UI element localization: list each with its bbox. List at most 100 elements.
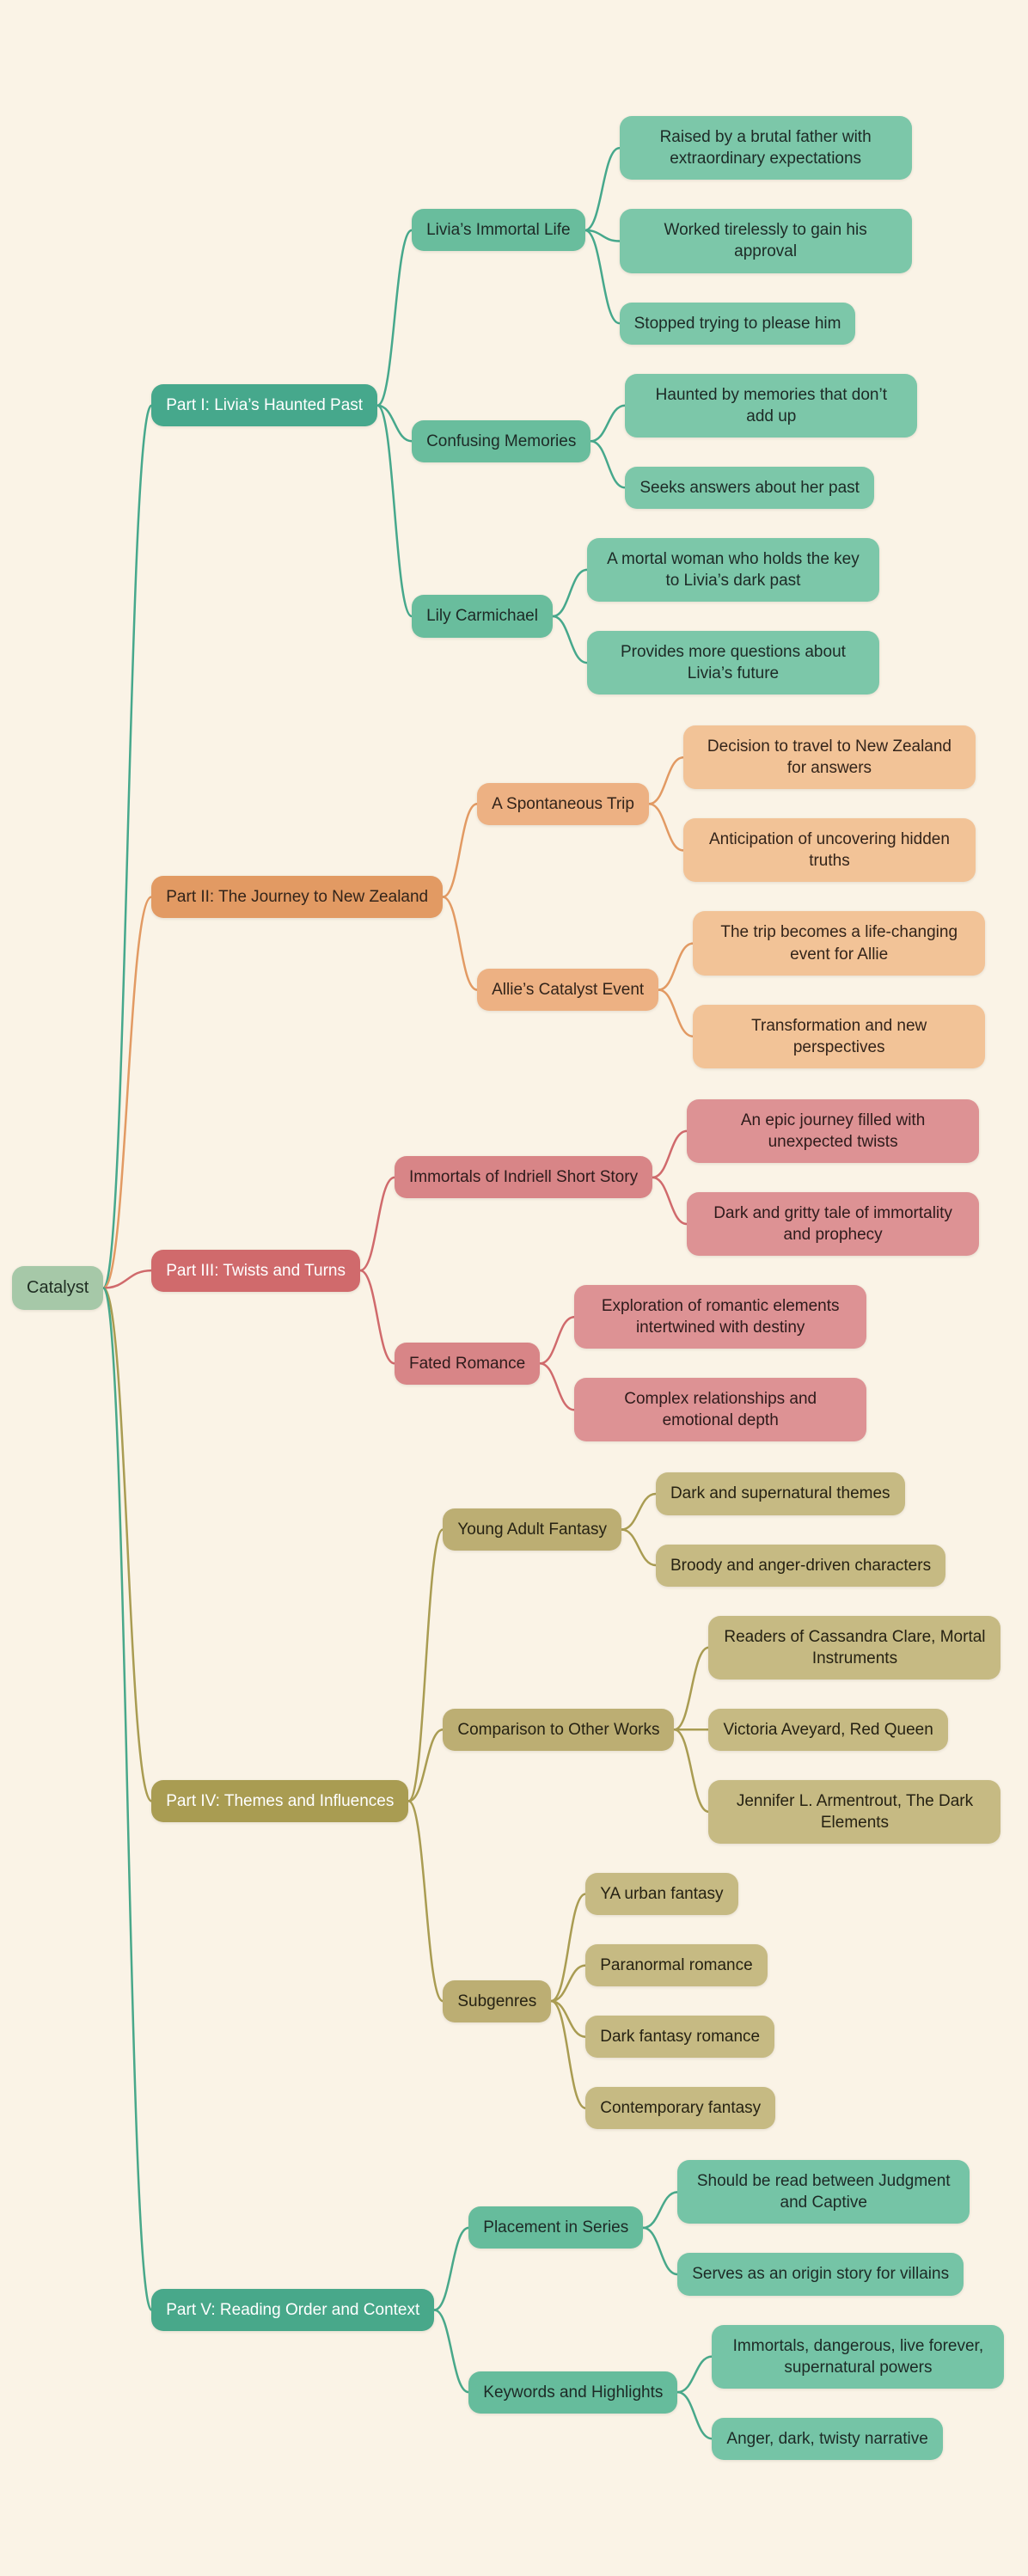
branch-row: Comparison to Other Works Readers of Cass… <box>443 1616 1000 1844</box>
branch-row: Complex relationships and emotional dept… <box>574 1378 866 1441</box>
branch-row: Immortals, dangerous, live forever, supe… <box>712 2325 1004 2389</box>
branch-row: Exploration of romantic elements intertw… <box>574 1285 866 1349</box>
node-fated-romance[interactable]: Fated Romance <box>395 1343 540 1385</box>
children-group: A mortal woman who holds the key to Livi… <box>587 538 879 694</box>
node-the-trip-becomes-a-life-changing-event-for-allie[interactable]: The trip becomes a life-changing event f… <box>693 911 985 975</box>
node-comparison-to-other-works[interactable]: Comparison to Other Works <box>443 1709 674 1751</box>
branch-row: Immortals of Indriell Short Story An epic… <box>395 1099 979 1256</box>
branch-row: Part IV: Themes and Influences Young Adul… <box>151 1472 1004 2129</box>
branch-row: Seeks answers about her past <box>625 467 917 509</box>
branch-row: Decision to travel to New Zealand for an… <box>683 725 976 789</box>
branch-row: Paranormal romance <box>585 1944 775 1986</box>
node-anticipation-of-uncovering-hidden-truths[interactable]: Anticipation of uncovering hidden truths <box>683 818 976 882</box>
branch-row: Part II: The Journey to New Zealand A Spo… <box>151 725 1004 1068</box>
children-group: Immortals of Indriell Short Story An epic… <box>395 1099 979 1442</box>
branch-row: Provides more questions about Livia’s fu… <box>587 631 879 694</box>
branches-group: Part I: Livia’s Haunted Past Livia’s Immo… <box>151 116 1004 2460</box>
node-a-spontaneous-trip[interactable]: A Spontaneous Trip <box>477 783 649 825</box>
children-group: Young Adult Fantasy Dark and supernatural… <box>443 1472 1000 2129</box>
node-stopped-trying-to-please-him[interactable]: Stopped trying to please him <box>620 303 856 345</box>
branch-row: A mortal woman who holds the key to Livi… <box>587 538 879 602</box>
children-group: Readers of Cassandra Clare, Mortal Instr… <box>708 1616 1000 1844</box>
node-part-iv-themes-and-influences[interactable]: Part IV: Themes and Influences <box>151 1780 408 1822</box>
branch-row: Anticipation of uncovering hidden truths <box>683 818 976 882</box>
node-livia-s-immortal-life[interactable]: Livia’s Immortal Life <box>412 209 585 251</box>
branch-row: Transformation and new perspectives <box>693 1005 985 1068</box>
branch-row: Raised by a brutal father with extraordi… <box>620 116 912 180</box>
node-paranormal-romance[interactable]: Paranormal romance <box>585 1944 767 1986</box>
node-provides-more-questions-about-livia-s-future[interactable]: Provides more questions about Livia’s fu… <box>587 631 879 694</box>
node-dark-and-supernatural-themes[interactable]: Dark and supernatural themes <box>656 1472 905 1514</box>
mindmap-tree: Catalyst Part I: Livia’s Haunted Past Livi… <box>12 116 1004 2460</box>
node-serves-as-an-origin-story-for-villains[interactable]: Serves as an origin story for villains <box>677 2253 964 2295</box>
branch-row: Victoria Aveyard, Red Queen <box>708 1709 1000 1751</box>
branch-row: Contemporary fantasy <box>585 2087 775 2129</box>
branch-row: Young Adult Fantasy Dark and supernatural… <box>443 1472 1000 1586</box>
node-keywords-and-highlights[interactable]: Keywords and Highlights <box>468 2371 677 2414</box>
branch-row: Dark and supernatural themes <box>656 1472 945 1514</box>
node-part-i-livia-s-haunted-past[interactable]: Part I: Livia’s Haunted Past <box>151 384 377 426</box>
node-anger-dark-twisty-narrative[interactable]: Anger, dark, twisty narrative <box>712 2418 942 2460</box>
branch-row: Serves as an origin story for villains <box>677 2253 970 2295</box>
node-part-iii-twists-and-turns[interactable]: Part III: Twists and Turns <box>151 1250 360 1292</box>
children-group: Haunted by memories that don’t add up See… <box>625 374 917 509</box>
node-exploration-of-romantic-elements-intertwined-wit[interactable]: Exploration of romantic elements intertw… <box>574 1285 866 1349</box>
node-catalyst[interactable]: Catalyst <box>12 1266 103 1309</box>
children-group: The trip becomes a life-changing event f… <box>693 911 985 1068</box>
branch-row: Jennifer L. Armentrout, The Dark Element… <box>708 1780 1000 1844</box>
children-group: A Spontaneous Trip Decision to travel to … <box>477 725 985 1068</box>
children-group: Exploration of romantic elements intertw… <box>574 1285 866 1441</box>
branch-row: Stopped trying to please him <box>620 303 912 345</box>
node-ya-urban-fantasy[interactable]: YA urban fantasy <box>585 1873 737 1915</box>
node-young-adult-fantasy[interactable]: Young Adult Fantasy <box>443 1508 621 1551</box>
branch-row: Confusing Memories Haunted by memories th… <box>412 374 917 509</box>
branch-row: Broody and anger-driven characters <box>656 1545 945 1587</box>
node-allie-s-catalyst-event[interactable]: Allie’s Catalyst Event <box>477 969 658 1011</box>
children-group: Dark and supernatural themesBroody and a… <box>656 1472 945 1586</box>
branch-row: Keywords and Highlights Immortals, danger… <box>468 2325 1004 2460</box>
node-dark-fantasy-romance[interactable]: Dark fantasy romance <box>585 2016 774 2058</box>
node-transformation-and-new-perspectives[interactable]: Transformation and new perspectives <box>693 1005 985 1068</box>
node-jennifer-l-armentrout-the-dark-elements[interactable]: Jennifer L. Armentrout, The Dark Element… <box>708 1780 1000 1844</box>
node-contemporary-fantasy[interactable]: Contemporary fantasy <box>585 2087 775 2129</box>
branch-row: A Spontaneous Trip Decision to travel to … <box>477 725 985 882</box>
branch-row: The trip becomes a life-changing event f… <box>693 911 985 975</box>
node-seeks-answers-about-her-past[interactable]: Seeks answers about her past <box>625 467 874 509</box>
node-raised-by-a-brutal-father-with-extraordinary-exp[interactable]: Raised by a brutal father with extraordi… <box>620 116 912 180</box>
children-group: Decision to travel to New Zealand for an… <box>683 725 976 882</box>
node-lily-carmichael[interactable]: Lily Carmichael <box>412 595 553 637</box>
node-placement-in-series[interactable]: Placement in Series <box>468 2206 643 2249</box>
node-part-v-reading-order-and-context[interactable]: Part V: Reading Order and Context <box>151 2289 434 2331</box>
node-worked-tirelessly-to-gain-his-approval[interactable]: Worked tirelessly to gain his approval <box>620 209 912 272</box>
node-subgenres[interactable]: Subgenres <box>443 1980 551 2022</box>
branch-row: Worked tirelessly to gain his approval <box>620 209 912 272</box>
node-a-mortal-woman-who-holds-the-key-to-livia-s-dark[interactable]: A mortal woman who holds the key to Livi… <box>587 538 879 602</box>
branch-row: Fated Romance Exploration of romantic ele… <box>395 1285 979 1441</box>
branch-row: Haunted by memories that don’t add up <box>625 374 917 437</box>
branch-row: Readers of Cassandra Clare, Mortal Instr… <box>708 1616 1000 1680</box>
node-confusing-memories[interactable]: Confusing Memories <box>412 420 590 462</box>
children-group: Placement in Series Should be read betwee… <box>468 2160 1004 2459</box>
node-victoria-aveyard-red-queen[interactable]: Victoria Aveyard, Red Queen <box>708 1709 947 1751</box>
node-dark-and-gritty-tale-of-immortality-and-prophecy[interactable]: Dark and gritty tale of immortality and … <box>687 1192 979 1256</box>
branch-row: Part V: Reading Order and Context Placeme… <box>151 2160 1004 2459</box>
node-haunted-by-memories-that-don-t-add-up[interactable]: Haunted by memories that don’t add up <box>625 374 917 437</box>
node-broody-and-anger-driven-characters[interactable]: Broody and anger-driven characters <box>656 1545 945 1587</box>
children-group: An epic journey filled with unexpected t… <box>687 1099 979 1256</box>
node-immortals-of-indriell-short-story[interactable]: Immortals of Indriell Short Story <box>395 1156 652 1198</box>
node-part-ii-the-journey-to-new-zealand[interactable]: Part II: The Journey to New Zealand <box>151 876 443 918</box>
branch-row: YA urban fantasy <box>585 1873 775 1915</box>
branch-row: An epic journey filled with unexpected t… <box>687 1099 979 1163</box>
node-readers-of-cassandra-clare-mortal-instruments[interactable]: Readers of Cassandra Clare, Mortal Instr… <box>708 1616 1000 1680</box>
branch-row: Subgenres YA urban fantasyParanormal roma… <box>443 1873 1000 2129</box>
branch-row: Part III: Twists and Turns Immortals of I… <box>151 1099 1004 1442</box>
node-should-be-read-between-judgment-and-captive[interactable]: Should be read between Judgment and Capt… <box>677 2160 970 2224</box>
branch-row: Part I: Livia’s Haunted Past Livia’s Immo… <box>151 116 1004 694</box>
node-complex-relationships-and-emotional-depth[interactable]: Complex relationships and emotional dept… <box>574 1378 866 1441</box>
children-group: Raised by a brutal father with extraordi… <box>620 116 912 344</box>
branch-row: Anger, dark, twisty narrative <box>712 2418 1004 2460</box>
node-decision-to-travel-to-new-zealand-for-answers[interactable]: Decision to travel to New Zealand for an… <box>683 725 976 789</box>
node-immortals-dangerous-live-forever-supernatural-po[interactable]: Immortals, dangerous, live forever, supe… <box>712 2325 1004 2389</box>
branch-row: Dark fantasy romance <box>585 2016 775 2058</box>
node-an-epic-journey-filled-with-unexpected-twists[interactable]: An epic journey filled with unexpected t… <box>687 1099 979 1163</box>
